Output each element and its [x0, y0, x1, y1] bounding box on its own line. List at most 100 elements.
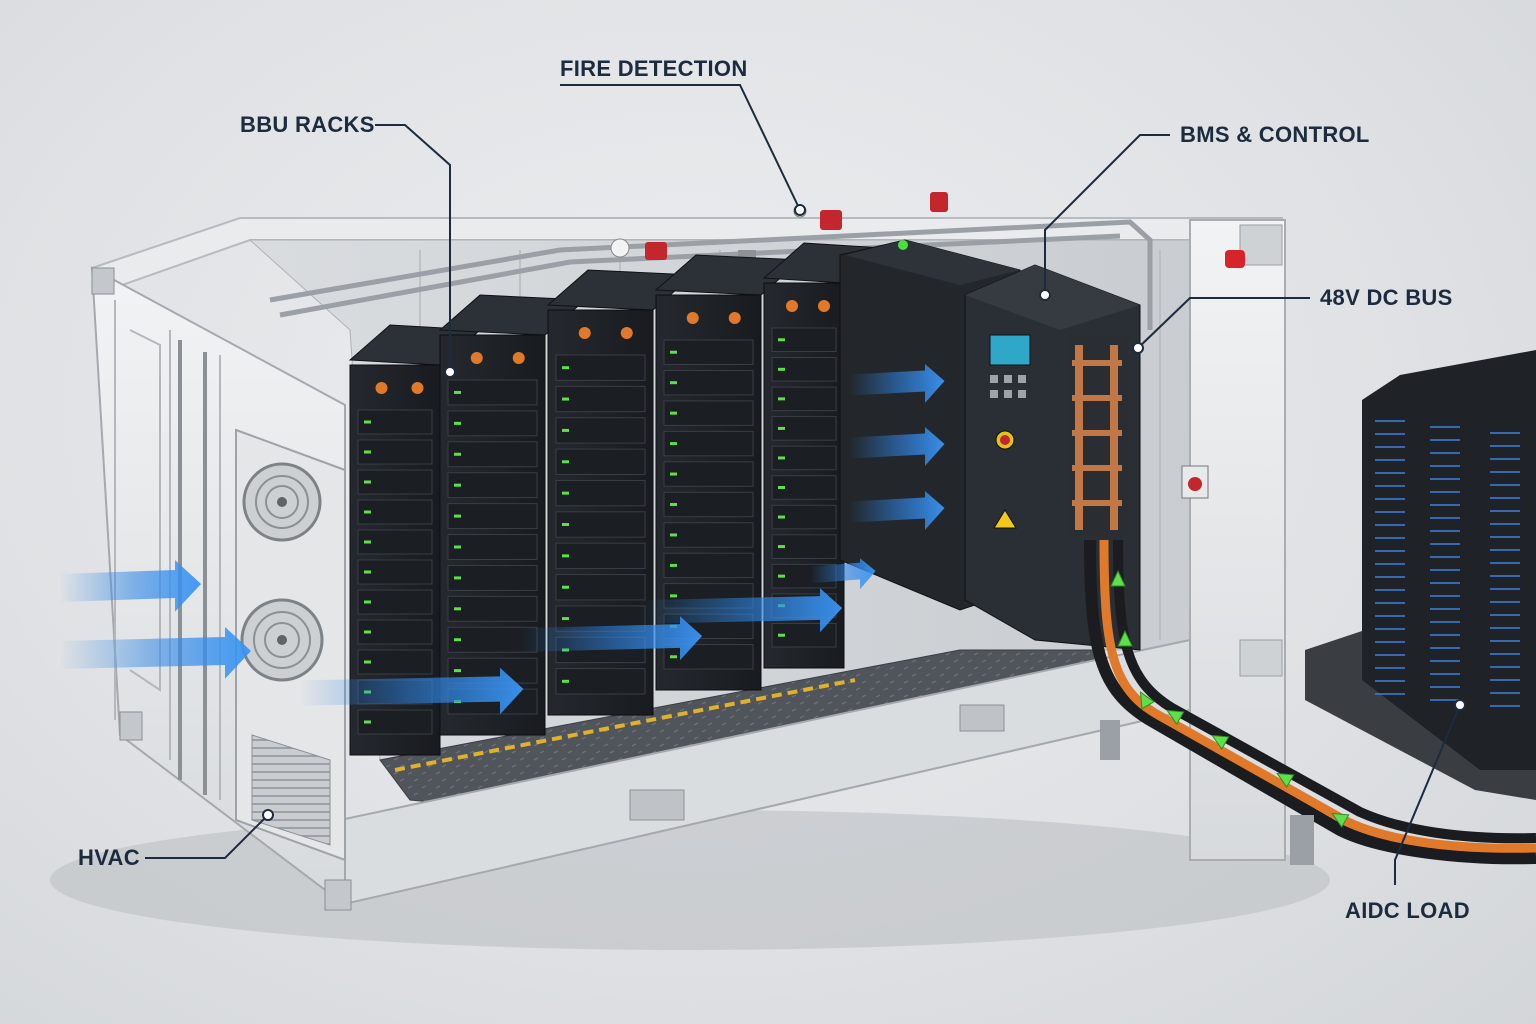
rack-connector-icon: [728, 312, 741, 324]
module-status-led: [454, 638, 461, 642]
module-status-led: [454, 669, 461, 673]
server-status-led: [1430, 699, 1460, 701]
server-status-led: [1490, 523, 1520, 525]
battery-module: [555, 354, 646, 381]
aidc-load-leader: [1394, 704, 1461, 885]
server-status-led: [1375, 485, 1405, 487]
server-status-led: [1490, 484, 1520, 486]
battery-module: [663, 461, 754, 487]
dc-bus-leader: [1137, 297, 1310, 349]
callout-bbu-racks: BBU RACKS: [240, 112, 375, 137]
module-status-led: [670, 350, 677, 354]
server-status-led: [1430, 660, 1460, 662]
module-status-led: [562, 366, 569, 370]
server-status-led: [1375, 602, 1405, 604]
server-status-led: [1430, 491, 1460, 493]
power-flow-arrow: [1276, 772, 1295, 788]
module-status-led: [778, 338, 785, 342]
airflow-arrow: [60, 560, 201, 612]
bms-cabinets: [839, 239, 1141, 651]
module-status-led: [670, 472, 677, 476]
server-status-led: [1490, 510, 1520, 512]
module-status-led: [778, 456, 785, 460]
rack-connector-icon: [686, 312, 699, 324]
server-status-led: [1375, 654, 1405, 656]
server-status-led: [1430, 582, 1460, 584]
module-status-led: [364, 540, 371, 544]
server-status-led: [1430, 686, 1460, 688]
server-status-led: [1490, 627, 1520, 629]
battery-module: [447, 534, 538, 560]
server-status-led: [1490, 445, 1520, 447]
rack-connector-icon: [512, 352, 525, 364]
rack-connector-icon: [786, 300, 798, 312]
module-status-led: [670, 503, 677, 506]
battery-module: [663, 339, 754, 365]
server-status-led: [1375, 615, 1405, 617]
battery-module: [663, 644, 754, 670]
airflow-arrow: [60, 627, 251, 679]
battery-module: [555, 448, 646, 475]
battery-module: [447, 379, 538, 406]
bms-display: [989, 334, 1031, 366]
server-status-led: [1490, 705, 1520, 707]
server-status-led: [1375, 511, 1405, 513]
server-status-led: [1430, 478, 1460, 480]
airflow-arrow: [850, 427, 945, 466]
server-status-led: [1375, 576, 1405, 578]
power-flow-arrow: [1110, 569, 1126, 587]
module-status-led: [454, 483, 461, 487]
airflow-arrow: [300, 667, 524, 715]
server-status-led: [1490, 562, 1520, 564]
battery-module: [555, 542, 646, 570]
battery-module: [771, 534, 837, 559]
module-status-led: [364, 450, 371, 454]
server-status-led: [1430, 673, 1460, 675]
module-status-led: [562, 523, 569, 526]
server-status-led: [1430, 634, 1460, 636]
dc-busbar: [1068, 335, 1128, 535]
module-status-led: [562, 585, 569, 589]
module-status-led: [778, 515, 785, 519]
module-status-led: [562, 460, 569, 464]
ground-shadow: [50, 810, 1330, 950]
battery-module: [447, 503, 538, 530]
bbu-racks-leader: [375, 124, 451, 372]
airflow-arrow: [850, 491, 945, 530]
hvac-fan-bottom-icon: [240, 598, 324, 682]
server-status-led: [1430, 569, 1460, 571]
power-flow-arrow: [1117, 629, 1133, 647]
module-status-led: [364, 510, 371, 514]
server-status-led: [1375, 472, 1405, 474]
server-status-led: [1490, 601, 1520, 603]
battery-module: [555, 385, 646, 413]
battery-module: [555, 417, 646, 444]
server-status-led: [1375, 563, 1405, 565]
module-status-led: [364, 480, 371, 484]
airflow-arrow: [810, 558, 876, 590]
callout-dc-bus: 48V DC BUS: [1320, 285, 1453, 310]
module-status-led: [670, 442, 677, 446]
module-status-led: [454, 607, 461, 611]
bms-control-leader: [1044, 134, 1170, 295]
server-status-led: [1490, 536, 1520, 538]
rack-connector-icon: [818, 300, 830, 312]
module-status-led: [454, 452, 461, 456]
server-status-led: [1430, 647, 1460, 649]
server-status-led: [1430, 543, 1460, 545]
battery-module: [555, 511, 646, 538]
rack-connector-icon: [620, 327, 633, 339]
battery-module: [663, 522, 754, 548]
dc-cable-run: [1084, 539, 1536, 865]
module-status-led: [562, 617, 569, 621]
server-status-led: [1375, 537, 1405, 539]
module-status-led: [454, 390, 461, 394]
module-status-led: [778, 545, 785, 549]
callout-hvac: HVAC: [78, 845, 140, 870]
server-status-led: [1375, 693, 1405, 695]
server-status-led: [1375, 667, 1405, 669]
server-status-led: [1375, 589, 1405, 591]
server-status-led: [1490, 614, 1520, 616]
module-status-led: [670, 381, 677, 385]
power-flow-arrow: [1166, 709, 1185, 725]
